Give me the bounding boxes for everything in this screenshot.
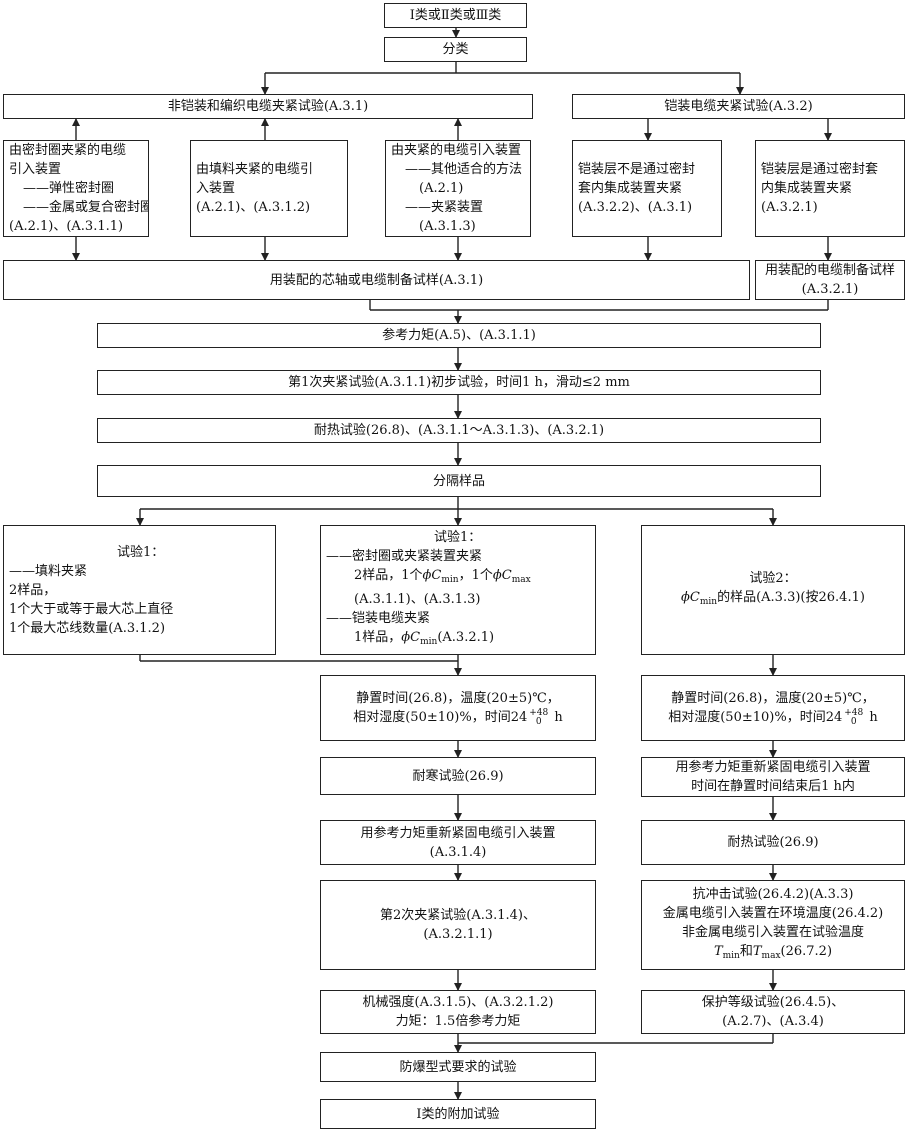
test1-filler-line3: 1个大于或等于最大芯上直径: [9, 601, 174, 617]
armor-not-seal-box: 铠装层不是通过密封套内集成装置夹紧 (A.3.2.2)、(A.3.1): [572, 140, 722, 237]
node-text-line: 非铠装和编织电缆夹紧试验(A.3.1): [167, 99, 369, 114]
heat-resistance-box: 耐热试验(26.8)、(A.3.1.1～A.3.1.3)、(A.3.2.1): [97, 418, 821, 443]
test1-seal-line2: 2样品，1个ϕCmin，1个ϕCmax: [354, 568, 531, 585]
node-text-line: ——弹性密封圈: [23, 181, 115, 196]
node-text-line: ——其他适合的方法: [405, 162, 523, 177]
node-text-line: 分隔样品: [432, 473, 485, 489]
heat-resistance-2-box: 耐热试验(26.9): [641, 820, 905, 865]
node-text-line: Ⅰ类的附加试验: [416, 1106, 500, 1122]
node-text-line: 用装配的芯轴或电缆制备试样(A.3.1): [269, 272, 484, 288]
node-text-line: (A.3.1.4): [429, 844, 487, 860]
node-text-line: 机械强度(A.3.1.5)、(A.3.2.1.2): [362, 995, 554, 1010]
seal-ring-gland-box: 由密封圈夹紧的电缆引入装置 ——弹性密封圈 ——金属或复合密封圈 (A.2.1)、(A…: [3, 140, 149, 237]
node-text-line: 耐热试验(26.9): [727, 835, 819, 850]
node-text-line: (A.2.1)、(A.3.1.1): [9, 219, 124, 234]
mechanical-strength-box: 机械强度(A.3.1.5)、(A.3.2.1.2) 力矩：1.5倍参考力矩: [320, 990, 596, 1034]
prepare-sample-cable-box: 用装配的电缆制备试样 (A.3.2.1): [755, 260, 905, 300]
test1-seal-box: 试验1： ——密封圈或夹紧装置夹紧 2样品，1个ϕCmin，1个ϕCmax (A…: [320, 525, 596, 655]
test2-line1: ϕCmin的样品(A.3.3)(按26.4.1): [681, 589, 865, 607]
classify-box: 分类: [384, 37, 527, 62]
node-text-line: ——夹紧装置: [405, 200, 484, 215]
test1-seal-title: 试验1：: [434, 530, 482, 545]
node-text-line: (A.2.7)、(A.3.4): [722, 1014, 824, 1029]
cold-resistance-box: 耐寒试验(26.9): [320, 757, 596, 795]
explosion-protection-test-box: 防爆型式要求的试验: [320, 1052, 596, 1082]
node-text-line: 时间在静置时间结束后1 h内: [691, 779, 855, 794]
retighten-left-box: 用参考力矩重新紧固电缆引入装置 (A.3.1.4): [320, 820, 596, 865]
node-text-line: (A.2.1): [419, 181, 464, 196]
node-text-line: 参考力矩(A.5)、(A.3.1.1): [382, 328, 536, 343]
node-text-line: 保护等级试验(26.4.5)、: [701, 995, 845, 1010]
other-clamp-gland-box: 由夹紧的电缆引入装置 ——其他适合的方法 (A.2.1) ——夹紧装置 (A.3.1.3…: [385, 140, 531, 237]
node-text-line: (A.3.1.3): [419, 219, 476, 234]
node-text-line: 力矩：1.5倍参考力矩: [395, 1014, 521, 1029]
node-text-line: 分类: [442, 42, 469, 57]
node-text-line: 铠装电缆夹紧试验(A.3.2): [664, 99, 813, 114]
node-text-line: 第2次夹紧试验(A.3.1.4)、: [379, 908, 536, 923]
node-text-line: (A.3.2.1): [761, 200, 818, 215]
rest-left-line1: 静置时间(26.8)，温度(20±5)℃，: [356, 691, 560, 706]
second-clamp-test-box: 第2次夹紧试验(A.3.1.4)、 (A.3.2.1.1): [320, 880, 596, 970]
node-text-line: (A.2.1)、(A.3.1.2): [196, 200, 311, 215]
node-text-line: 用参考力矩重新紧固电缆引入装置: [675, 760, 871, 775]
node-text-line: 耐寒试验(26.9): [412, 768, 504, 784]
node-text-line: 入装置: [196, 181, 236, 196]
node-text-line: 套内集成装置夹紧: [578, 181, 683, 196]
node-text-line: 耐热试验(26.8)、(A.3.1.1～A.3.1.3)、(A.3.2.1): [313, 423, 605, 438]
test1-seal-line4: ——铠装电缆夹紧: [326, 611, 431, 626]
node-text-line: 第1次夹紧试验(A.3.1.1)初步试验，时间1 h，滑动≤2 mm: [288, 375, 630, 390]
test2-title: 试验2：: [749, 570, 797, 586]
node-text-line: Ⅰ类或Ⅱ类或Ⅲ类: [409, 8, 502, 23]
ip-protection-test-box: 保护等级试验(26.4.5)、 (A.2.7)、(A.3.4): [641, 990, 905, 1034]
impact-line3: 非金属电缆引入装置在试验温度: [681, 924, 864, 940]
impact-test-box: 抗冲击试验(26.4.2)(A.3.3) 金属电缆引入装置在环境温度(26.4.…: [641, 880, 905, 970]
node-text-line: 用装配的电缆制备试样: [764, 263, 895, 278]
test1-seal-line1: ——密封圈或夹紧装置夹紧: [326, 549, 483, 564]
node-text-line: (A.3.2.2)、(A.3.1): [578, 200, 693, 215]
test1-filler-line4: 1个最大芯线数量(A.3.1.2): [9, 620, 166, 636]
node-text-line: (A.3.2.1): [801, 282, 859, 297]
test1-filler-title: 试验1：: [117, 544, 165, 560]
node-text-line: 防爆型式要求的试验: [399, 1059, 517, 1075]
impact-line4: Tmin和Tmax(26.7.2): [713, 943, 833, 961]
test1-seal-line5: 1样品，ϕCmin(A.3.2.1): [354, 630, 495, 647]
node-text-line: 用参考力矩重新紧固电缆引入装置: [360, 825, 556, 841]
first-clamp-test-box: 第1次夹紧试验(A.3.1.1)初步试验，时间1 h，滑动≤2 mm: [97, 370, 821, 395]
node-text-line: 由填料夹紧的电缆引: [196, 162, 314, 177]
node-text-line: 铠装层不是通过密封: [578, 162, 696, 177]
class-select-box: Ⅰ类或Ⅱ类或Ⅲ类: [384, 3, 527, 28]
nonarmored-clamp-box: 非铠装和编织电缆夹紧试验(A.3.1): [3, 94, 533, 119]
node-text-line: 引入装置: [9, 162, 62, 177]
test1-filler-line2: 2样品，: [9, 582, 57, 598]
retighten-right-box: 用参考力矩重新紧固电缆引入装置时间在静置时间结束后1 h内: [641, 757, 905, 797]
impact-line1: 抗冲击试验(26.4.2)(A.3.3): [692, 886, 854, 902]
node-text-line: 铠装层是通过密封套: [761, 162, 879, 177]
test1-filler-line1: ——填料夹紧: [9, 563, 88, 579]
rest-left-box: 静置时间(26.8)，温度(20±5)℃， 相对湿度(50±10)%，时间24+…: [320, 675, 596, 741]
armor-seal-box: 铠装层是通过密封套内集成装置夹紧 (A.3.2.1): [755, 140, 905, 237]
node-text-line: (A.3.2.1.1): [423, 927, 493, 942]
test1-seal-line3: (A.3.1.1)、(A.3.1.3): [354, 592, 481, 607]
class1-additional-test-box: Ⅰ类的附加试验: [320, 1099, 596, 1129]
impact-line2: 金属电缆引入装置在环境温度(26.4.2): [662, 905, 884, 921]
node-text-line: 由密封圈夹紧的电缆: [9, 143, 127, 158]
prepare-sample-mandrel-box: 用装配的芯轴或电缆制备试样(A.3.1): [3, 260, 750, 300]
node-text-line: ——金属或复合密封圈: [23, 200, 149, 215]
separate-samples-box: 分隔样品: [97, 465, 821, 497]
filler-gland-box: 由填料夹紧的电缆引入装置 (A.2.1)、(A.3.1.2): [190, 140, 348, 237]
node-text-line: 由夹紧的电缆引入装置: [391, 143, 522, 158]
node-text-line: 内集成装置夹紧: [761, 181, 853, 196]
rest-right-box: 静置时间(26.8)，温度(20±5)℃， 相对湿度(50±10)%，时间24+…: [641, 675, 905, 741]
rest-right-line1: 静置时间(26.8)，温度(20±5)℃，: [671, 691, 875, 706]
armored-clamp-box: 铠装电缆夹紧试验(A.3.2): [572, 94, 905, 119]
test1-filler-box: 试验1： ——填料夹紧 2样品， 1个大于或等于最大芯上直径 1个最大芯线数量(…: [3, 525, 276, 655]
reference-torque-box: 参考力矩(A.5)、(A.3.1.1): [97, 323, 821, 348]
test2-box: 试验2： ϕCmin的样品(A.3.3)(按26.4.1): [641, 525, 905, 655]
